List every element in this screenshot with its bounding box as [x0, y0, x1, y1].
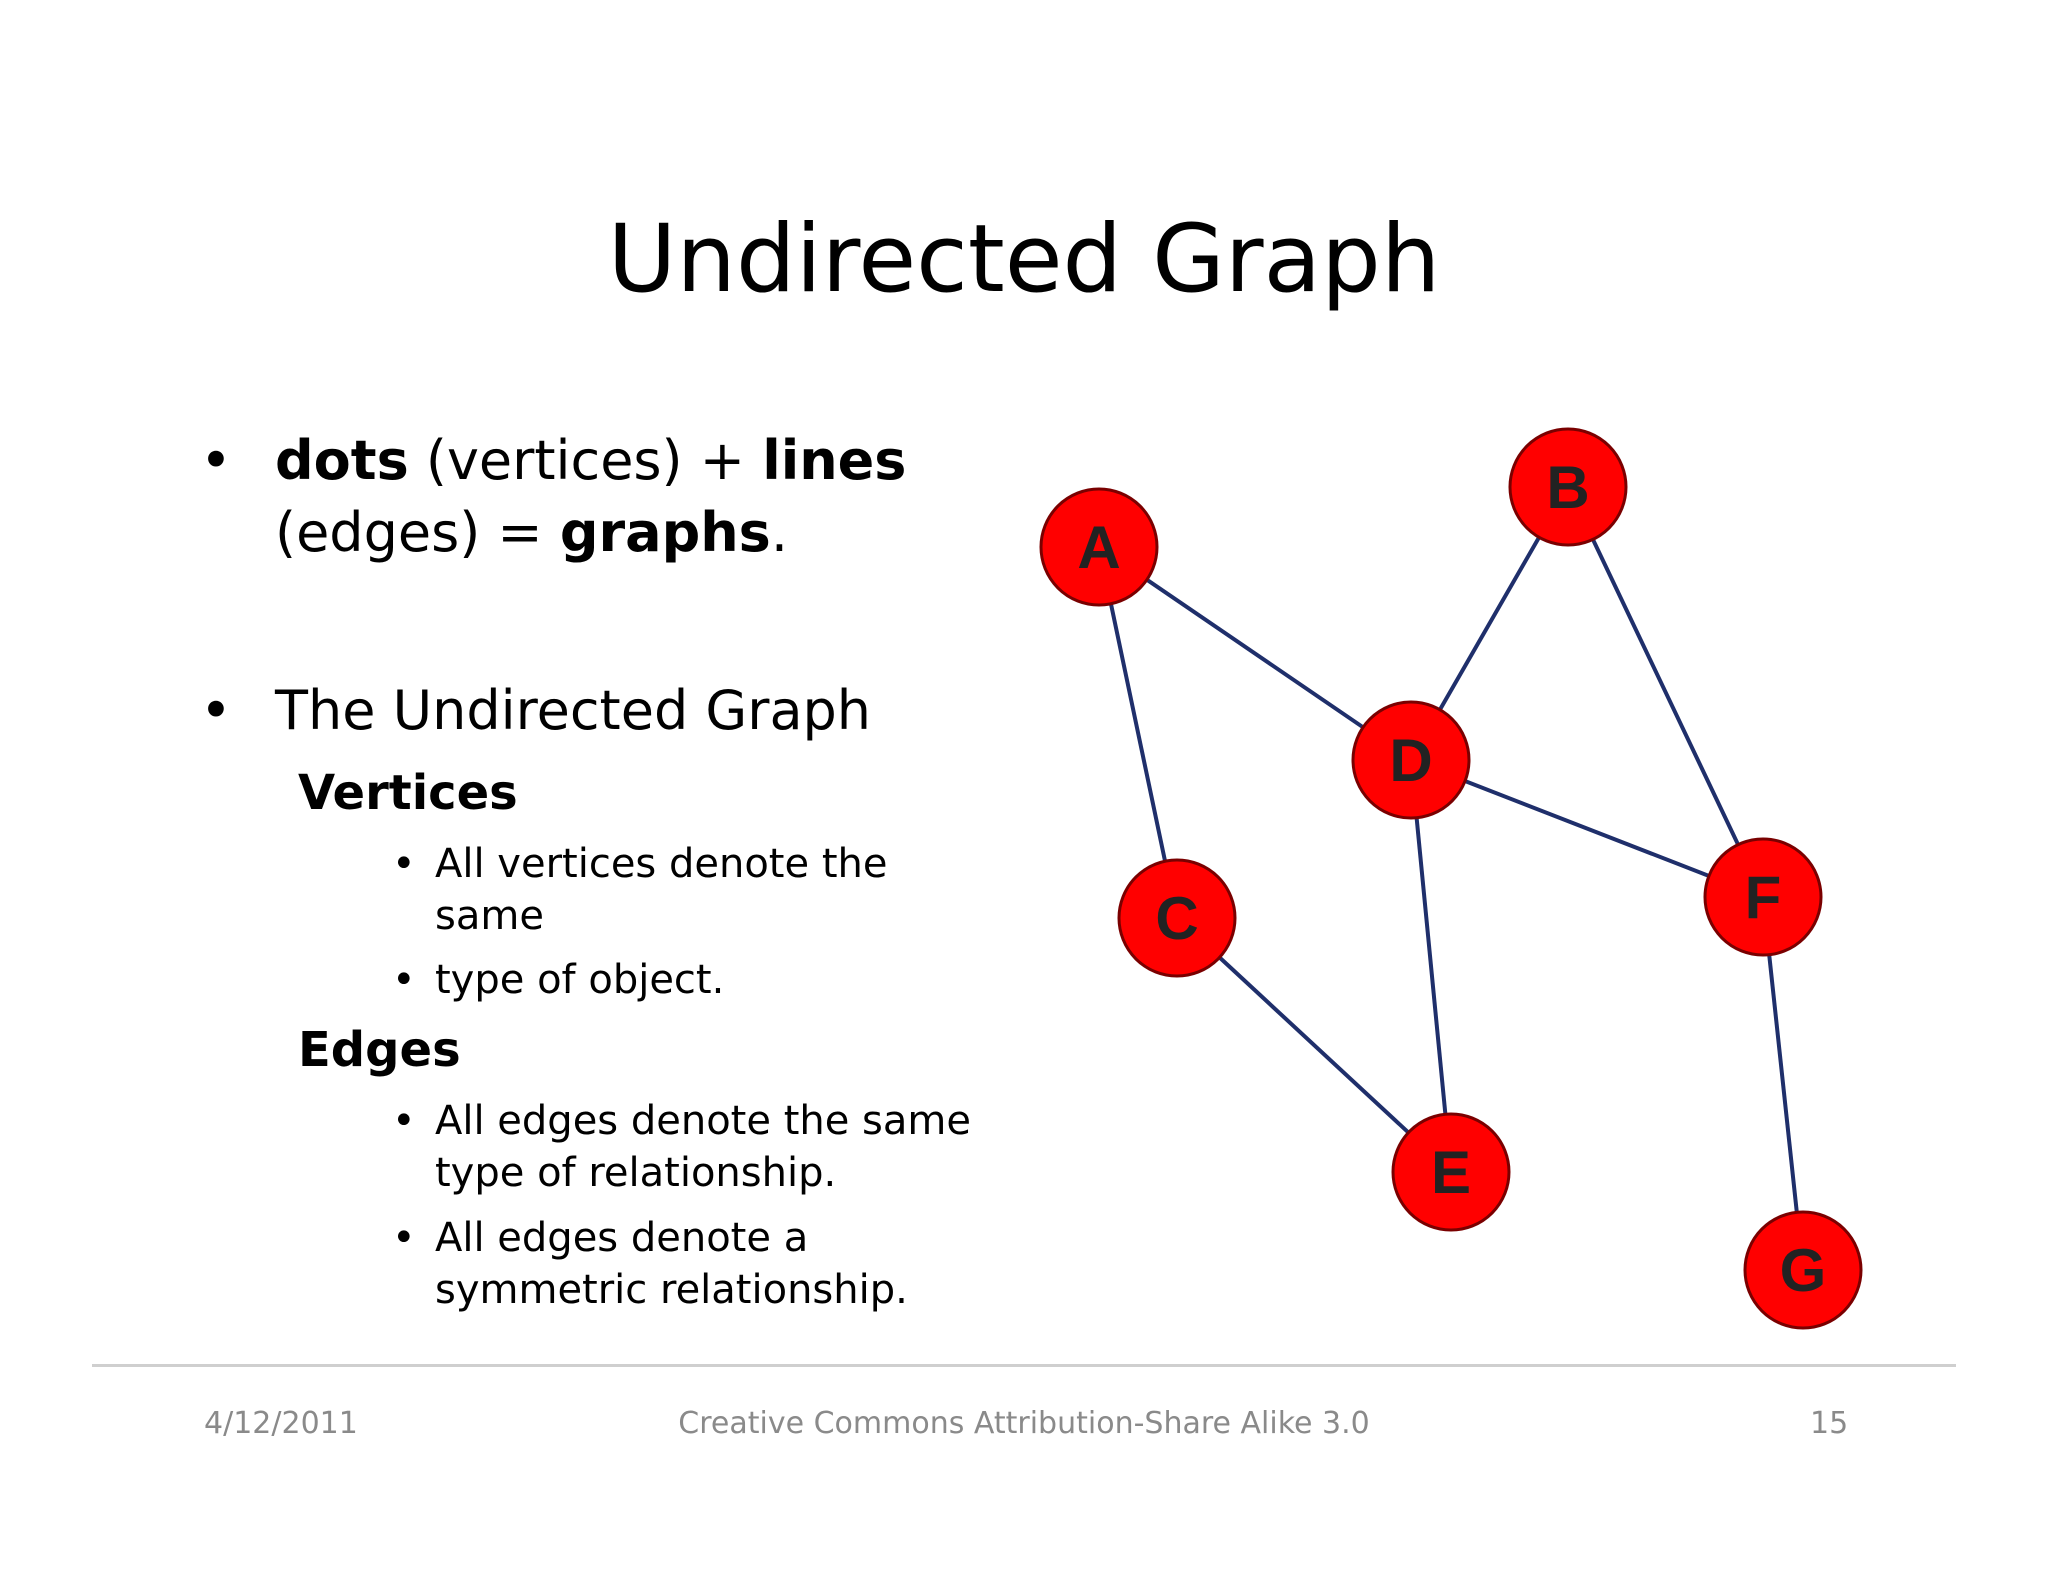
edge-d-f — [1410, 758, 1764, 899]
term-dots: dots — [275, 429, 409, 492]
bullet-undirected-graph: • The Undirected Graph — [200, 675, 1020, 747]
term-lines: lines — [762, 429, 907, 492]
vertex-label: G — [1780, 1237, 1827, 1304]
bullet-dot: • — [200, 429, 232, 492]
bullet-text: All edges denote a symmetric relationshi… — [435, 1215, 908, 1313]
bullet-dot: • — [392, 1098, 416, 1144]
bullet-dot: • — [392, 841, 416, 887]
bullet-dot: • — [392, 1215, 416, 1261]
footer-page-number: 15 — [1810, 1406, 1849, 1441]
vertex-circle — [1039, 487, 1159, 607]
slide-title: Undirected Graph — [607, 205, 1441, 314]
vertex-circle — [1391, 1112, 1511, 1232]
vertex-e: E — [1391, 1112, 1511, 1232]
nodes-layer: A B C D E F G — [1039, 427, 1863, 1330]
edge-a-d — [1097, 545, 1413, 762]
footer-license: Creative Commons Attribution-Share Alike… — [678, 1406, 1370, 1441]
vertex-d: D — [1351, 700, 1471, 820]
edges-heading: Edges — [298, 1022, 461, 1078]
edge-a-c — [1097, 546, 1179, 919]
vertex-circle — [1351, 700, 1471, 820]
term-graphs: graphs — [559, 501, 771, 564]
vertex-circle — [1508, 427, 1628, 547]
text-period: . — [770, 501, 788, 564]
vertex-circle — [1743, 1210, 1863, 1330]
bullet-text: All edges denote the same type of relati… — [435, 1098, 971, 1196]
text-edges: (edges) = — [275, 501, 560, 564]
edge-c-e — [1175, 916, 1453, 1174]
vertices-heading: Vertices — [298, 765, 518, 821]
bullet-text: type of object. — [435, 957, 725, 1003]
edge-d-e — [1409, 759, 1453, 1173]
footer-date: 4/12/2011 — [204, 1406, 358, 1441]
vertex-label: A — [1077, 514, 1120, 581]
edges-layer — [1097, 486, 1805, 1271]
footer-divider — [92, 1364, 1956, 1367]
bullet-text: dots (vertices) + lines (edges) = graphs… — [275, 425, 995, 569]
vertex-label: F — [1745, 864, 1782, 931]
bullet-dot: • — [392, 957, 416, 1003]
vertex-b: B — [1508, 427, 1628, 547]
vertex-circle — [1117, 858, 1237, 978]
edge-f-g — [1761, 896, 1805, 1271]
vertex-label: E — [1431, 1139, 1471, 1206]
edge-b-f — [1566, 486, 1765, 898]
bullet-dot: • — [200, 679, 232, 742]
vertex-a: A — [1039, 487, 1159, 607]
bullet-text: The Undirected Graph — [275, 679, 872, 742]
vertex-c: C — [1117, 858, 1237, 978]
vertex-g: G — [1743, 1210, 1863, 1330]
vertex-circle — [1703, 837, 1823, 957]
vertex-f: F — [1703, 837, 1823, 957]
vertex-label: C — [1155, 885, 1198, 952]
vertex-label: B — [1546, 454, 1589, 521]
text-vertices: (vertices) + — [408, 429, 763, 492]
vertex-label: D — [1389, 727, 1432, 794]
bullet-text: All vertices denote the same — [435, 841, 888, 939]
bullet-dots-lines: • dots (vertices) + lines (edges) = grap… — [200, 425, 1020, 575]
